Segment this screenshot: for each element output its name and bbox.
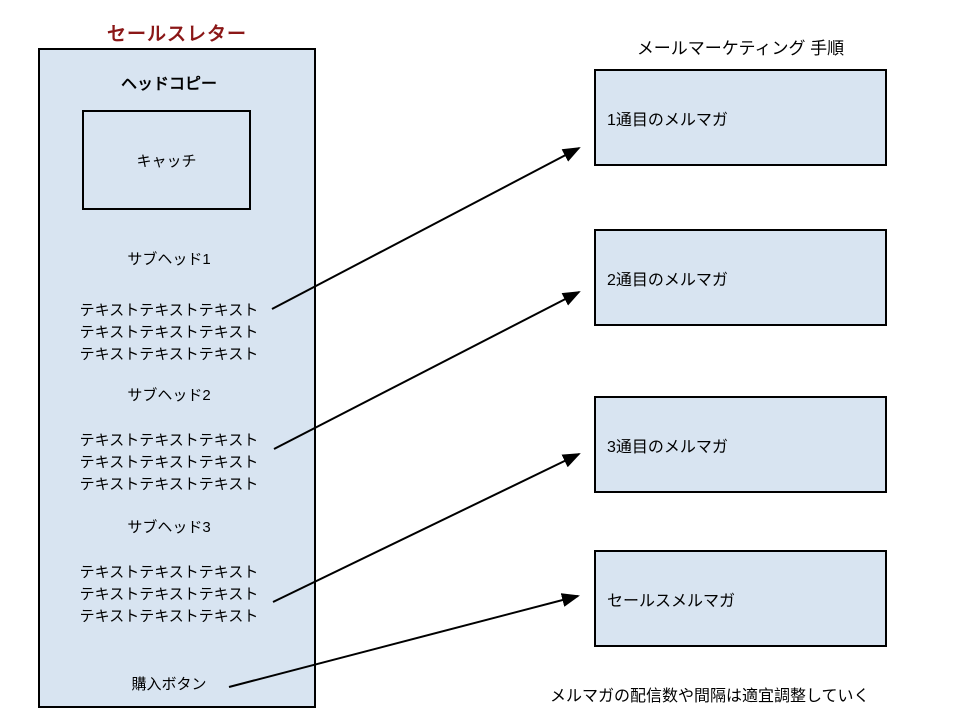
text-line: テキストテキストテキスト	[79, 586, 259, 603]
purchase-button: 購入ボタン	[131, 676, 207, 693]
text-line: テキストテキストテキスト	[79, 302, 259, 319]
section-1-text: テキストテキストテキスト テキストテキストテキスト テキストテキストテキスト	[40, 300, 314, 366]
arrow-section3-to-box3	[272, 453, 581, 603]
mailmag-label-2: 2通目のメルマガ	[607, 271, 728, 289]
mailmag-label-3: 3通目のメルマガ	[607, 438, 728, 456]
text-line: テキストテキストテキスト	[79, 346, 259, 363]
subhead-1: サブヘッド1	[127, 251, 211, 268]
section-2-text: テキストテキストテキスト テキストテキストテキスト テキストテキストテキスト	[40, 430, 314, 496]
mailmag-box-1: 1通目のメルマガ	[594, 69, 887, 166]
mailmag-box-3: 3通目のメルマガ	[594, 396, 887, 493]
sales-letter-box: ヘッドコピー キャッチ サブヘッド1 テキストテキストテキスト テキストテキスト…	[38, 48, 316, 708]
mailmag-label-1: 1通目のメルマガ	[607, 111, 728, 129]
catch-label: キャッチ	[136, 152, 197, 170]
arrow-section2-to-box2	[273, 291, 581, 450]
text-line: テキストテキストテキスト	[79, 608, 259, 625]
head-copy-label: ヘッドコピー	[120, 76, 217, 93]
text-line: テキストテキストテキスト	[79, 564, 259, 581]
catch-box: キャッチ	[82, 110, 251, 210]
subhead-3: サブヘッド3	[127, 519, 211, 536]
sales-letter-title: セールスレター	[106, 24, 247, 45]
mailmag-label-4: セールスメルマガ	[607, 592, 736, 610]
text-line: テキストテキストテキスト	[79, 432, 259, 449]
text-line: テキストテキストテキスト	[79, 454, 259, 471]
mailmag-box-2: 2通目のメルマガ	[594, 229, 887, 326]
mailmag-box-4: セールスメルマガ	[594, 550, 887, 647]
text-line: テキストテキストテキスト	[79, 476, 259, 493]
arrow-section1-to-box1	[271, 147, 581, 310]
adjustment-note: メルマガの配信数や間隔は適宜調整していく	[550, 688, 870, 705]
section-3-text: テキストテキストテキスト テキストテキストテキスト テキストテキストテキスト	[40, 562, 314, 628]
text-line: テキストテキストテキスト	[79, 324, 259, 341]
subhead-2: サブヘッド2	[127, 387, 211, 404]
email-marketing-title: メールマーケティング 手順	[636, 39, 845, 58]
